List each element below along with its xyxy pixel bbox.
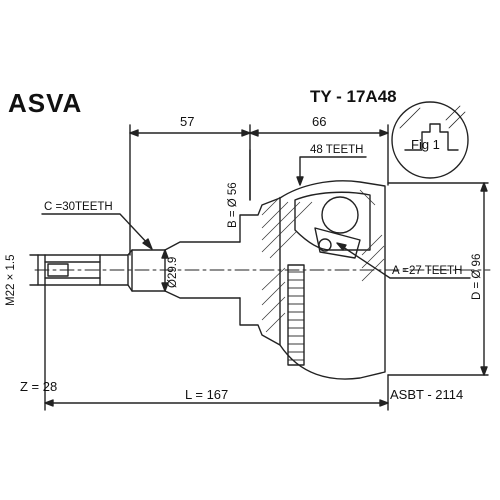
thread-label: M22 × 1.5 xyxy=(5,254,17,306)
outer-diameter-b-label: B = Ø 56 xyxy=(227,182,239,228)
leader-c-teeth xyxy=(41,213,151,247)
arrow xyxy=(379,129,389,137)
housing-hatch xyxy=(265,312,286,333)
dim-57: 57 xyxy=(180,114,195,129)
outer-teeth-label: 48 TEETH xyxy=(310,144,364,156)
housing-hatch xyxy=(261,281,286,306)
part-number: TY - 17A48 xyxy=(310,87,397,106)
ball xyxy=(321,196,359,234)
housing-hatch xyxy=(261,201,313,253)
leader-48-teeth xyxy=(299,156,367,183)
brand-logo: ASVA xyxy=(8,88,83,118)
housing-cut xyxy=(294,191,371,251)
arrow xyxy=(142,238,153,250)
housing-hatch xyxy=(359,189,376,206)
arrow xyxy=(480,366,488,376)
arrow xyxy=(336,242,347,251)
arrow xyxy=(480,182,488,192)
housing-hatch xyxy=(361,258,385,282)
fig-hatch xyxy=(399,107,421,129)
housing-hatch xyxy=(261,296,286,321)
total-length: L = 167 xyxy=(185,387,229,402)
arrow xyxy=(161,249,169,259)
arrow xyxy=(296,176,304,186)
arrow xyxy=(161,282,169,292)
leader-a-teeth xyxy=(339,244,471,279)
shaft-diameter-label: Ø29.9 xyxy=(167,256,179,288)
housing-hatch xyxy=(261,201,301,241)
inner-race xyxy=(314,227,361,259)
inner-teeth-c-label: C =30TEETH xyxy=(44,201,113,213)
housing-hatch xyxy=(269,231,297,259)
hub-neck-upper xyxy=(239,197,281,243)
fig-label: Fig 1 xyxy=(411,137,440,152)
abs-ring xyxy=(287,264,305,366)
housing-hatch xyxy=(361,234,383,256)
hub-neck-lower xyxy=(239,297,281,346)
fig-hatch xyxy=(448,111,466,129)
dim-66: 66 xyxy=(312,114,327,129)
z-value: Z = 28 xyxy=(20,379,58,394)
part-code: ASBT - 2114 xyxy=(390,387,464,402)
inner-teeth-a-label: A =27 TEETH xyxy=(392,265,463,277)
housing-hatch xyxy=(361,245,385,269)
housing-hatch xyxy=(261,196,281,216)
arrow xyxy=(129,129,139,137)
arrow xyxy=(241,129,251,137)
housing-hatch xyxy=(261,267,286,291)
fig-circle xyxy=(391,101,469,179)
housing-outline xyxy=(279,180,386,380)
outer-diameter-d-label: D = Ø 96 xyxy=(471,253,483,300)
fig-spline-profile xyxy=(404,123,459,151)
fig-hatch xyxy=(445,105,461,121)
arrow xyxy=(379,399,389,407)
shaft-lower xyxy=(99,284,241,299)
housing-hatch xyxy=(261,201,289,229)
arrow xyxy=(249,129,259,137)
arrow xyxy=(44,399,54,407)
shaft-upper xyxy=(99,241,241,256)
